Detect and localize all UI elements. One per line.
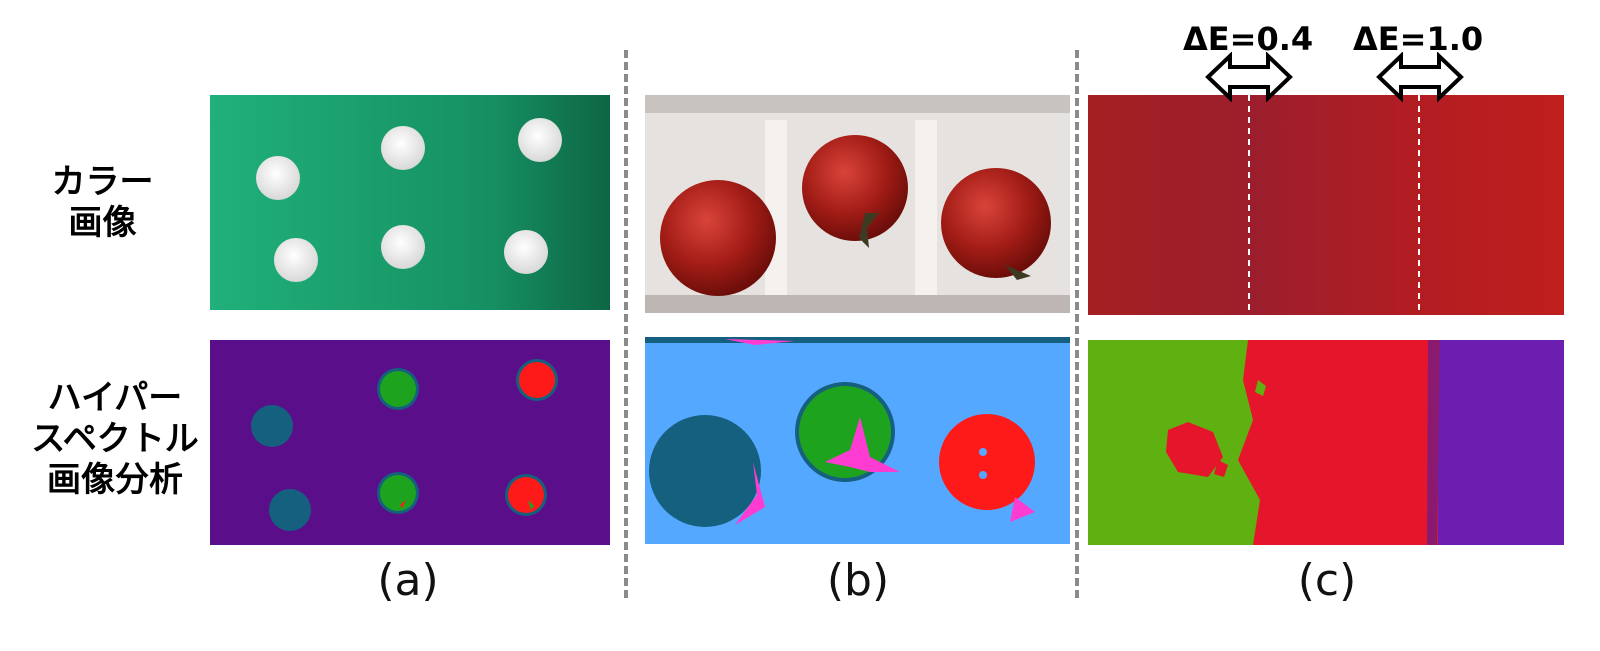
row-label-hyper-line2: スペクトル bbox=[31, 418, 199, 459]
row-label-hyperspectral: ハイパー スペクトル 画像分析 bbox=[30, 378, 200, 500]
tomato-stem bbox=[1005, 265, 1031, 280]
tablet bbox=[256, 156, 300, 200]
tablet bbox=[381, 225, 425, 269]
panel-b-color-image bbox=[645, 95, 1070, 313]
caption-a: (a) bbox=[377, 555, 439, 606]
tablet-class-teal bbox=[251, 405, 293, 447]
tomato bbox=[941, 168, 1051, 278]
row-label-hyper-line3: 画像分析 bbox=[47, 459, 183, 500]
caption-b: (b) bbox=[826, 555, 890, 606]
panel-c-color-image bbox=[1088, 95, 1564, 315]
panel-a-hyperspectral bbox=[210, 340, 610, 545]
panel-b-hyperspectral bbox=[645, 337, 1070, 544]
delta-e-label-2: ΔE=1.0 bbox=[1353, 20, 1484, 58]
tomato bbox=[660, 180, 776, 296]
tomato-class-red bbox=[939, 414, 1035, 510]
tablet-class-red bbox=[508, 477, 544, 513]
dashed-separator-2 bbox=[1075, 50, 1079, 598]
dashed-separator-1 bbox=[624, 50, 628, 598]
row-label-color-line2: 画像 bbox=[68, 202, 137, 243]
tomato-stem bbox=[859, 213, 879, 248]
tablet-class-green bbox=[380, 475, 416, 511]
row-label-color-line1: カラー bbox=[51, 162, 154, 202]
tablet-class-green bbox=[380, 371, 416, 407]
panel-a-color-image bbox=[210, 95, 610, 310]
row-label-hyper-line1: ハイパー bbox=[47, 378, 183, 418]
tomato-class-teal bbox=[649, 415, 761, 527]
panel-c-hyperspectral bbox=[1088, 340, 1564, 545]
delta-e-label-1: ΔE=0.4 bbox=[1183, 20, 1314, 58]
tablet-class-teal bbox=[269, 489, 311, 531]
tablet bbox=[381, 126, 425, 170]
tomato bbox=[802, 135, 908, 241]
caption-c: (c) bbox=[1297, 555, 1357, 606]
row-label-color-image: カラー 画像 bbox=[50, 162, 155, 244]
tablet bbox=[504, 230, 548, 274]
delta-arrow-1 bbox=[1205, 52, 1293, 102]
tablet-class-red bbox=[519, 362, 555, 398]
red-patch-background bbox=[1088, 95, 1564, 315]
tablet bbox=[518, 118, 562, 162]
delta-arrow-2 bbox=[1376, 52, 1464, 102]
tablet bbox=[274, 238, 318, 282]
